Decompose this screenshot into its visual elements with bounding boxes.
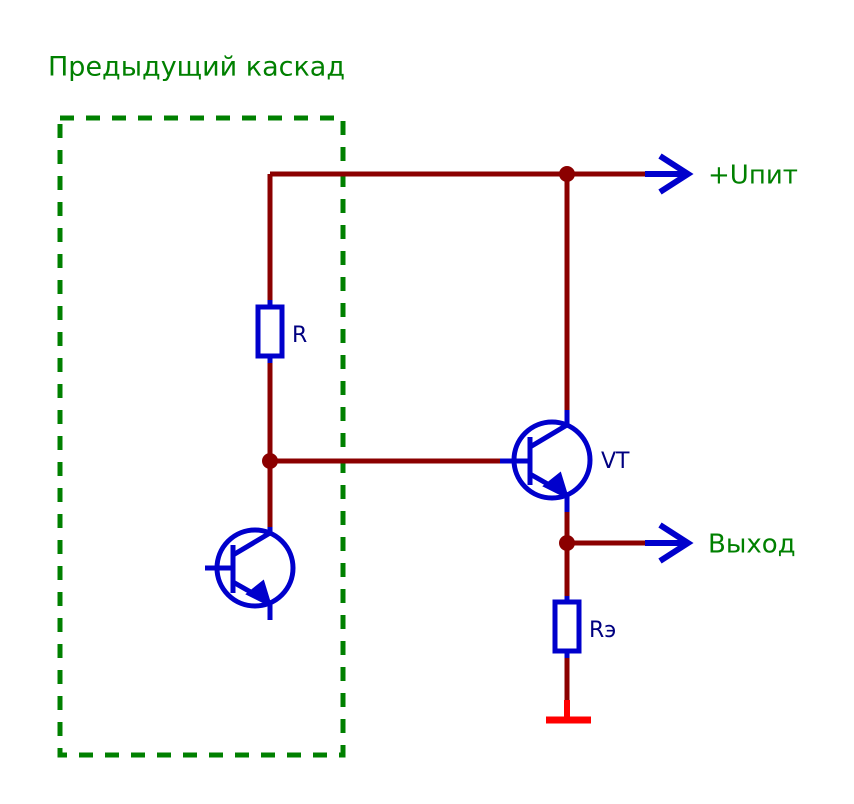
junction-supply: [559, 166, 575, 182]
transistor-vt-label: VT: [601, 449, 630, 474]
junction-output: [559, 535, 575, 551]
supply-arrow: [645, 153, 694, 195]
resistor-r: [255, 300, 285, 363]
transistor-previous-stage: [205, 527, 296, 620]
resistor-re-label: Rэ: [589, 618, 616, 643]
transistor-vt: [500, 410, 593, 512]
resistor-r-label: R: [292, 323, 307, 348]
diagram-title: Предыдущий каскад: [48, 52, 345, 83]
ground-symbol: [546, 700, 591, 724]
resistor-re: [552, 596, 582, 658]
supply-label: +Uпит: [708, 161, 798, 191]
output-arrow: [645, 522, 694, 564]
previous-stage-group-box: [57, 115, 346, 758]
junction-base: [262, 453, 278, 469]
output-label: Выход: [708, 530, 796, 560]
